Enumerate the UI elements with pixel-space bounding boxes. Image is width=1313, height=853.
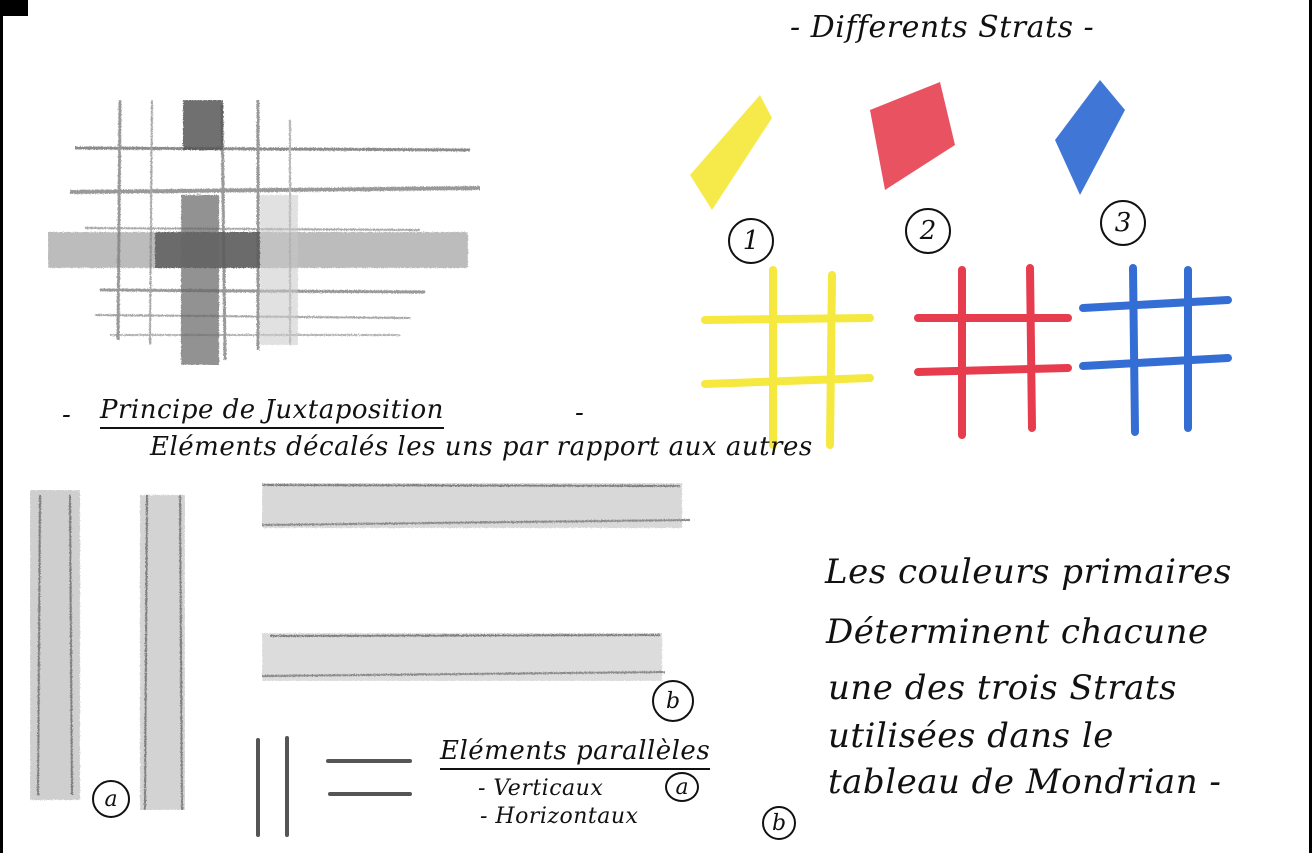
sketch-label-a: a — [92, 780, 130, 818]
juxtaposition-sketch — [48, 100, 480, 365]
note-line-1: Les couleurs primaires — [825, 552, 1232, 592]
red-swatch — [870, 82, 955, 190]
note-line-4: utilisées dans le — [828, 716, 1114, 756]
red-grid — [918, 268, 1068, 435]
principle-dash-right: - — [575, 398, 584, 428]
parallel-symbols — [258, 738, 410, 835]
note-line-2: Déterminent chacune — [826, 612, 1209, 652]
parallel-heading: Eléments parallèles — [440, 736, 710, 770]
sketch-label-b: b — [652, 680, 694, 722]
note-line-3: une des trois Strats — [828, 668, 1177, 708]
horizontal-strokes-sketch — [262, 483, 690, 681]
blue-swatch — [1055, 80, 1125, 195]
vertical-strokes-sketch — [30, 490, 185, 810]
parallel-horizontal: - Horizontaux — [480, 804, 638, 829]
blue-grid — [1083, 268, 1228, 432]
note-line-1-text: Les couleurs primaires — [825, 552, 1232, 592]
parallel-label-b: b — [762, 806, 796, 840]
principle-subtitle: Eléments décalés les uns par rapport aux… — [150, 432, 813, 462]
principle-heading: Principe de Juxtaposition — [100, 395, 444, 429]
strats-title: - Differents Strats - — [790, 10, 1094, 45]
yellow-grid — [705, 270, 870, 445]
parallel-vertical: - Verticaux — [478, 776, 603, 801]
yellow-swatch — [690, 95, 772, 210]
note-line-5: tableau de Mondrian - — [828, 762, 1221, 802]
strat-label-2: 2 — [905, 208, 951, 254]
strat-label-1: 1 — [728, 218, 774, 264]
parallel-label-a: a — [665, 772, 699, 802]
strat-label-3: 3 — [1100, 200, 1146, 246]
principle-dash-left: - — [62, 400, 71, 430]
